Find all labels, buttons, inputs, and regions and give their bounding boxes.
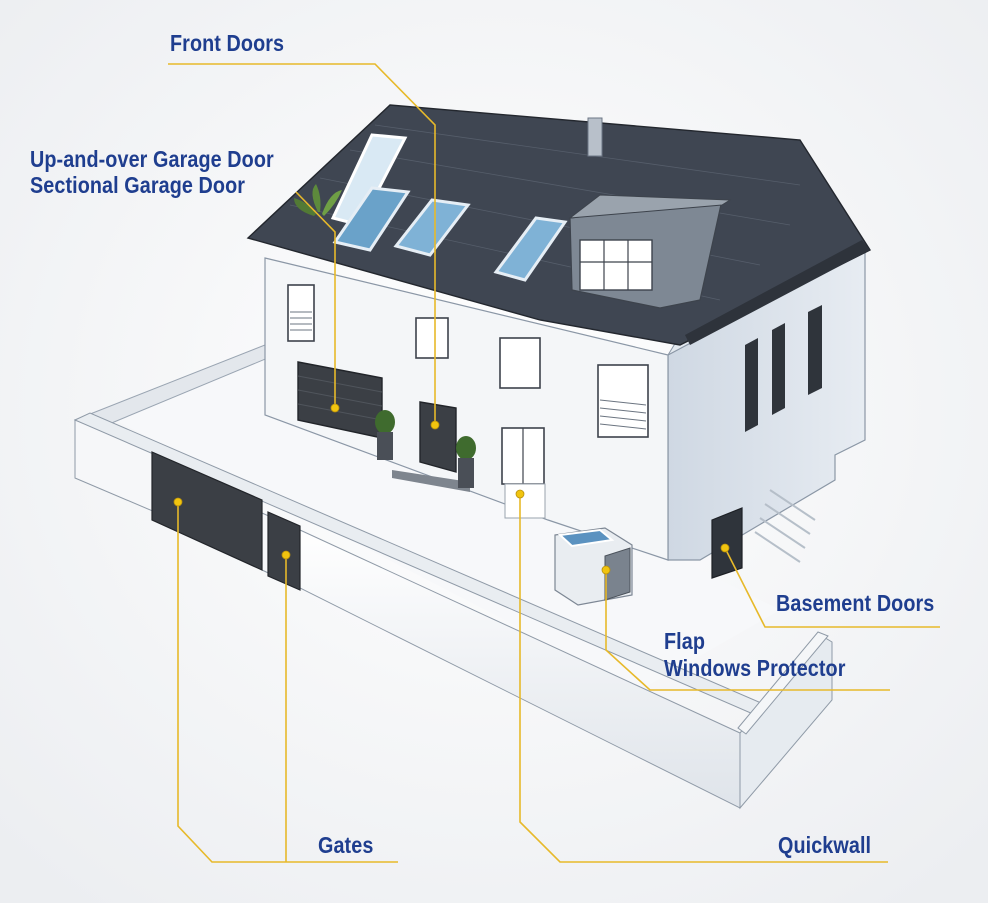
label-basement-doors: Basement Doors bbox=[776, 590, 935, 616]
gate-large bbox=[151, 451, 263, 571]
label-sectional-garage-door: Sectional Garage Door bbox=[30, 172, 246, 198]
marker-dots bbox=[173, 403, 730, 575]
ground-panel bbox=[504, 483, 546, 519]
upper-windows bbox=[287, 284, 649, 438]
label-front-doors: Front Doors bbox=[170, 30, 285, 56]
leader-basement bbox=[724, 547, 940, 628]
door-step bbox=[392, 470, 470, 492]
gate-small bbox=[267, 511, 301, 591]
dot-gate-small bbox=[281, 550, 291, 560]
window-well-grate bbox=[604, 547, 631, 601]
leader-gates bbox=[177, 502, 398, 863]
plant bbox=[294, 184, 342, 216]
roof-edge bbox=[685, 240, 870, 345]
leader-lines bbox=[168, 63, 940, 863]
leader-quickwall bbox=[519, 494, 888, 863]
dot-garage bbox=[330, 403, 340, 413]
window-well-flap bbox=[557, 528, 615, 548]
label-windows-protector: Windows Protector bbox=[664, 655, 846, 681]
skylight-2 bbox=[332, 186, 411, 252]
dormer-window bbox=[579, 239, 653, 291]
chimney bbox=[587, 117, 603, 157]
label-up-and-over-garage-door: Up-and-over Garage Door bbox=[30, 146, 274, 172]
skylight-4 bbox=[493, 216, 568, 282]
front-door bbox=[419, 401, 457, 473]
dormer-roof bbox=[568, 194, 732, 219]
leader-front-doors bbox=[168, 63, 436, 425]
basement-door bbox=[711, 507, 743, 579]
fence-right-top bbox=[737, 631, 829, 735]
label-quickwall: Quickwall bbox=[778, 832, 872, 858]
window-blinds bbox=[290, 311, 647, 430]
dot-gate-large bbox=[173, 497, 183, 507]
garage-door-panels bbox=[297, 375, 383, 421]
dot-quickwall bbox=[515, 489, 525, 499]
label-gates: Gates bbox=[318, 832, 374, 858]
skylight-3 bbox=[393, 198, 471, 257]
planters bbox=[375, 410, 476, 488]
label-flap: Flap bbox=[664, 628, 706, 654]
dot-basement bbox=[720, 543, 730, 553]
side-windows bbox=[745, 305, 822, 432]
dot-front-door bbox=[430, 420, 440, 430]
leader-flap bbox=[605, 570, 890, 691]
dot-flap bbox=[601, 565, 611, 575]
basement-stairs bbox=[754, 489, 816, 563]
courtyard-floor bbox=[115, 345, 780, 690]
leader-garage bbox=[295, 191, 336, 408]
dormer-mullions bbox=[580, 240, 652, 290]
